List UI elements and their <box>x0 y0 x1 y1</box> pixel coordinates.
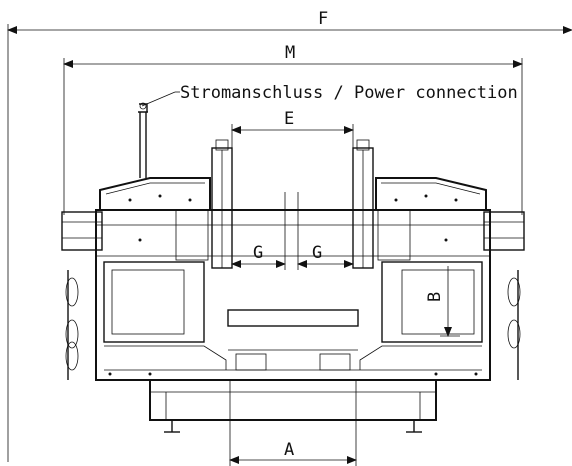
dimension-g-left: G <box>231 243 286 268</box>
dimension-a: A <box>229 420 357 466</box>
dimension-b: B <box>425 266 460 337</box>
dimension-label-f: F <box>318 9 328 29</box>
power-connection-callout: Stromanschluss / Power connection <box>138 83 518 178</box>
dimension-e: E <box>231 109 354 150</box>
dimension-f: F <box>7 9 572 462</box>
dimension-m: M <box>63 43 523 215</box>
dimension-label-b: B <box>425 292 445 302</box>
dimension-label-g-left: G <box>253 243 263 263</box>
dimension-label-g-right: G <box>312 243 322 263</box>
dimension-label-e: E <box>284 109 294 129</box>
power-connection-label: Stromanschluss / Power connection <box>180 83 518 103</box>
dimension-label-m: M <box>285 43 295 63</box>
dimension-g-right: G <box>297 243 354 268</box>
dimension-label-a: A <box>284 440 294 460</box>
machine-body <box>61 139 525 433</box>
fastener-dots <box>108 194 478 376</box>
center-axis <box>284 192 299 270</box>
